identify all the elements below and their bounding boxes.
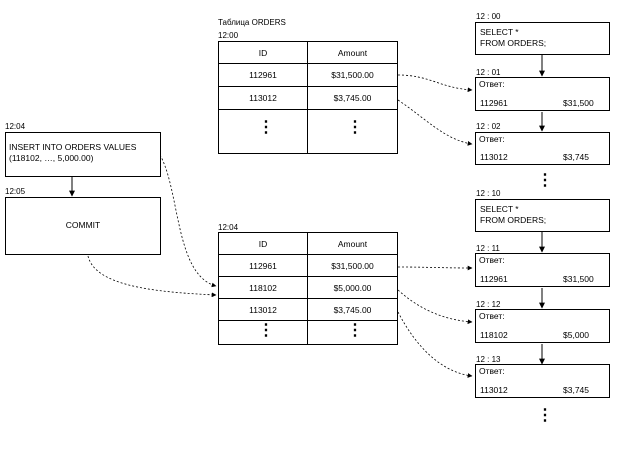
t2-ellipsis-id: ⋮ xyxy=(258,322,274,339)
insert-line2: (118102, …, 5,000.00) xyxy=(9,153,94,163)
orders-table-after: ID Amount 112961 $31,500.00 118102 $5,00… xyxy=(218,232,398,345)
curve-t2-row1 xyxy=(397,265,473,271)
t2-r1-id: 112961 xyxy=(219,255,308,277)
resp5-amount: $3,745 xyxy=(563,385,589,395)
query2-line2: FROM ORDERS; xyxy=(480,215,547,225)
query2-line1: SELECT * xyxy=(480,204,519,214)
curve-t1-row1 xyxy=(397,74,473,93)
resp1-amount: $31,500 xyxy=(563,98,594,108)
t1-r3-id xyxy=(219,110,308,153)
resp3-time: 12 : 11 xyxy=(476,244,500,253)
t1-r2-amount: $3,745.00 xyxy=(308,87,397,110)
t1-r2-id: 113012 xyxy=(219,87,308,110)
commit-label: COMMIT xyxy=(65,220,101,230)
curve-t2-row2 xyxy=(397,289,473,325)
t1-r1-id: 112961 xyxy=(219,64,308,87)
resp3-amount: $31,500 xyxy=(563,274,594,284)
insert-statement-box: INSERT INTO ORDERS VALUES (118102, …, 5,… xyxy=(5,132,161,177)
resp1-label: Ответ: xyxy=(479,79,505,89)
col-header-amount: Amount xyxy=(308,42,397,64)
resp2-amount: $3,745 xyxy=(563,152,589,162)
resp4-time: 12 : 12 xyxy=(476,300,501,309)
curve-commit-row xyxy=(87,255,217,298)
t1-ellipsis-amount: ⋮ xyxy=(347,119,363,136)
orders-table-before: ID Amount 112961 $31,500.00 113012 $3,74… xyxy=(218,41,398,154)
resp1-id: 112961 xyxy=(480,98,508,108)
table-title: Таблица ORDERS xyxy=(218,18,286,27)
resp4-amount: $5,000 xyxy=(563,330,589,340)
response-box-5: Ответ: 113012 $3,745 xyxy=(475,364,610,398)
resp1-time: 12 : 01 xyxy=(476,68,501,77)
table-before-time: 12:00 xyxy=(218,31,239,40)
t2-r2-amount: $5,000.00 xyxy=(308,277,397,299)
response-box-4: Ответ: 118102 $5,000 xyxy=(475,309,610,343)
t2-r3-amount: $3,745.00 xyxy=(308,299,397,321)
query2-box: SELECT * FROM ORDERS; xyxy=(475,199,610,232)
resp2-label: Ответ: xyxy=(479,134,505,144)
resp2-time: 12 : 02 xyxy=(476,122,501,131)
insert-line1: INSERT INTO ORDERS VALUES xyxy=(9,142,137,152)
query1-time: 12 : 00 xyxy=(476,12,501,21)
query2-time: 12 : 10 xyxy=(476,189,501,198)
query1-line2: FROM ORDERS; xyxy=(480,38,547,48)
resp4-label: Ответ: xyxy=(479,311,505,321)
t2-r1-amount: $31,500.00 xyxy=(308,255,397,277)
commit-box: COMMIT xyxy=(5,197,161,255)
response-box-2: Ответ: 113012 $3,745 xyxy=(475,132,610,165)
col-header-id-2: ID xyxy=(219,233,308,255)
response-box-3: Ответ: 112961 $31,500 xyxy=(475,253,610,287)
response-box-1: Ответ: 112961 $31,500 xyxy=(475,77,610,111)
t2-ellipsis-amount: ⋮ xyxy=(347,322,363,339)
resp5-time: 12 : 13 xyxy=(476,355,501,364)
resp2-id: 113012 xyxy=(480,152,508,162)
resp5-id: 113012 xyxy=(480,385,508,395)
commit-time: 12:05 xyxy=(5,187,26,196)
t1-ellipsis-id: ⋮ xyxy=(258,119,274,136)
t2-r2-id: 118102 xyxy=(219,277,308,299)
resp3-label: Ответ: xyxy=(479,255,505,265)
query1-box: SELECT * FROM ORDERS; xyxy=(475,22,610,55)
col-header-amount-2: Amount xyxy=(308,233,397,255)
query1-line1: SELECT * xyxy=(480,27,519,37)
col-header-id: ID xyxy=(219,42,308,64)
t2-r3-id: 113012 xyxy=(219,299,308,321)
t2-r4-id xyxy=(219,321,308,344)
resp3-id: 112961 xyxy=(480,274,508,284)
ellipsis-after-resp2: ⋮ xyxy=(537,172,553,189)
resp5-label: Ответ: xyxy=(479,366,505,376)
insert-time: 12:04 xyxy=(5,122,26,131)
curve-t1-row2 xyxy=(397,99,473,146)
ellipsis-after-resp5: ⋮ xyxy=(537,407,553,424)
table-after-time: 12:04 xyxy=(218,223,239,232)
curve-t2-row3 xyxy=(397,311,473,378)
t1-r1-amount: $31,500.00 xyxy=(308,64,397,87)
resp4-id: 118102 xyxy=(480,330,508,340)
curve-insert-row xyxy=(159,154,217,288)
